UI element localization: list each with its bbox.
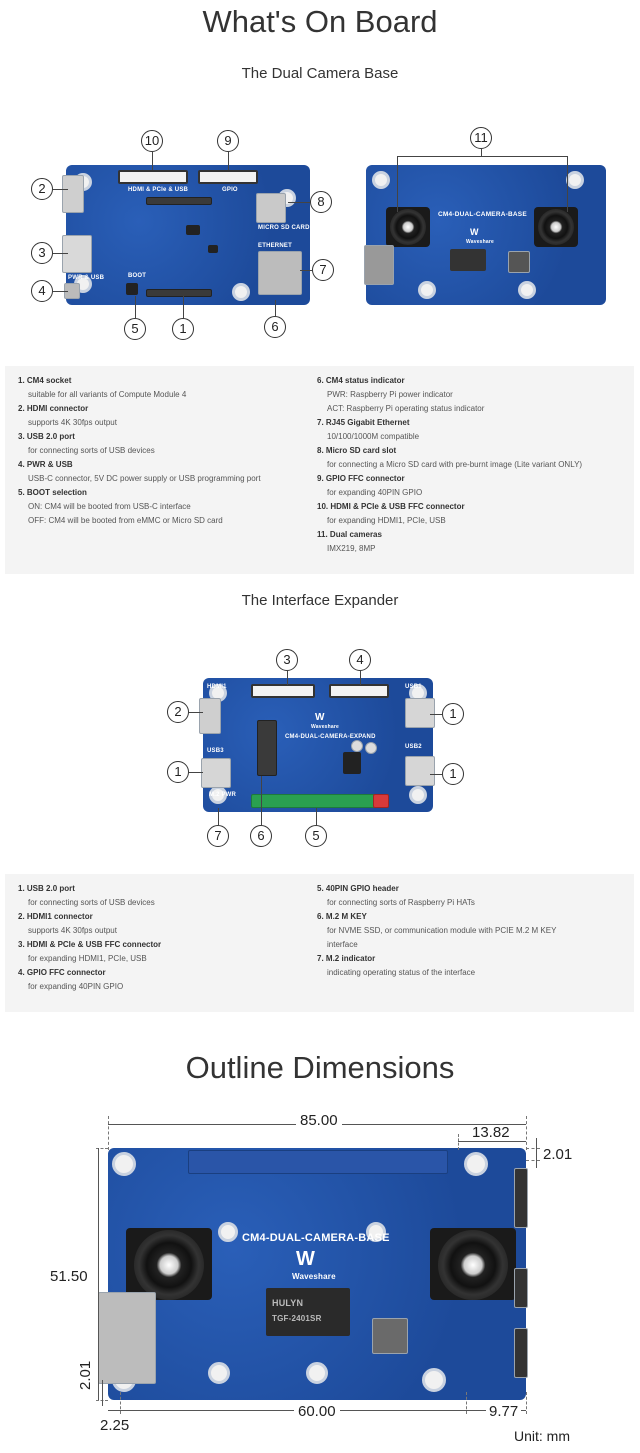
exp-callout-6: 6 [250, 825, 272, 847]
expander-gpio-ffc [329, 684, 389, 698]
cm4-socket-bottom [146, 289, 212, 297]
dimension-board: CM4-DUAL-CAMERA-BASE W Waveshare HULYN T… [98, 1148, 528, 1400]
40pin-gpio-header [251, 794, 389, 808]
micro-sd-slot [256, 193, 286, 223]
callout-10: 10 [141, 130, 163, 152]
base-board-back: CM4-DUAL-CAMERA-BASE W Waveshare [364, 165, 606, 305]
exp-callout-3: 3 [276, 649, 298, 671]
base-info-box: 1. CM4 socket suitable for all variants … [5, 366, 634, 574]
dim-hole-span: 60.00 [294, 1403, 340, 1420]
exp-callout-1c: 1 [442, 763, 464, 785]
dim-bottom-left-h: 2.25 [100, 1417, 130, 1434]
dim-top-offset: 2.01 [543, 1146, 573, 1163]
expander-hdmi1-connector [199, 698, 221, 734]
callout-4: 4 [31, 280, 53, 302]
m2-m-key-slot [257, 720, 277, 776]
base-board-front: HDMI & PCIe & USB GPIO PWR & USB BOOT MI… [62, 165, 310, 305]
callout-11: 11 [470, 127, 492, 149]
expander-hdmi-pcie-usb-ffc [251, 684, 315, 698]
boot-switch [126, 283, 138, 295]
callout-6: 6 [264, 316, 286, 338]
camera-left [390, 209, 426, 245]
camera-right [538, 209, 574, 245]
exp-callout-5: 5 [305, 825, 327, 847]
page-title: What's On Board [202, 4, 438, 39]
callout-5: 5 [124, 318, 146, 340]
callout-3: 3 [31, 242, 53, 264]
hdmi-connector [62, 175, 84, 213]
expander-info-right: 5. 40PIN GPIO header for connecting sort… [317, 884, 557, 977]
base-subtitle: The Dual Camera Base [241, 65, 399, 82]
dim-right-offset: 13.82 [472, 1124, 510, 1141]
expander-info-left: 1. USB 2.0 port for connecting sorts of … [18, 884, 162, 991]
callout-9: 9 [217, 130, 239, 152]
expander-usb3-port [201, 758, 231, 788]
dim-rj45 [98, 1292, 156, 1384]
dim-camera-right [438, 1230, 508, 1300]
dim-bottom-left-v: 2.01 [77, 1360, 94, 1390]
expander-subtitle: The Interface Expander [241, 592, 399, 609]
dim-right-bottom: 9.77 [486, 1403, 522, 1420]
callout-2: 2 [31, 178, 53, 200]
expander-usb1-port [405, 698, 435, 728]
usb-port [62, 235, 92, 273]
gpio-ffc-connector [198, 170, 258, 184]
exp-callout-1a: 1 [442, 703, 464, 725]
rj45-ethernet [258, 251, 302, 295]
exp-callout-1b: 1 [167, 761, 189, 783]
callout-8: 8 [310, 191, 332, 213]
base-info-right: 6. CM4 status indicator PWR: Raspberry P… [317, 376, 583, 553]
dim-width: 85.00 [296, 1112, 342, 1129]
cm4-socket-top [146, 197, 212, 205]
exp-callout-2: 2 [167, 701, 189, 723]
expander-info-box: 1. USB 2.0 port for connecting sorts of … [5, 874, 634, 1012]
hdmi-pcie-usb-ffc-connector [118, 170, 188, 184]
expander-usb2-port [405, 756, 435, 786]
dim-camera-left [134, 1230, 204, 1300]
expander-board: HDMI1 USB1 USB2 USB3 M.2 PWR CM4-DUAL-CA… [199, 678, 435, 812]
callout-7: 7 [312, 259, 334, 281]
base-info-left: 1. CM4 socket suitable for all variants … [18, 376, 261, 525]
callout-1: 1 [172, 318, 194, 340]
dim-height: 51.50 [50, 1268, 88, 1285]
exp-callout-7: 7 [207, 825, 229, 847]
unit-label: Unit: mm [514, 1428, 570, 1444]
outline-title: Outline Dimensions [185, 1050, 455, 1085]
exp-callout-4: 4 [349, 649, 371, 671]
